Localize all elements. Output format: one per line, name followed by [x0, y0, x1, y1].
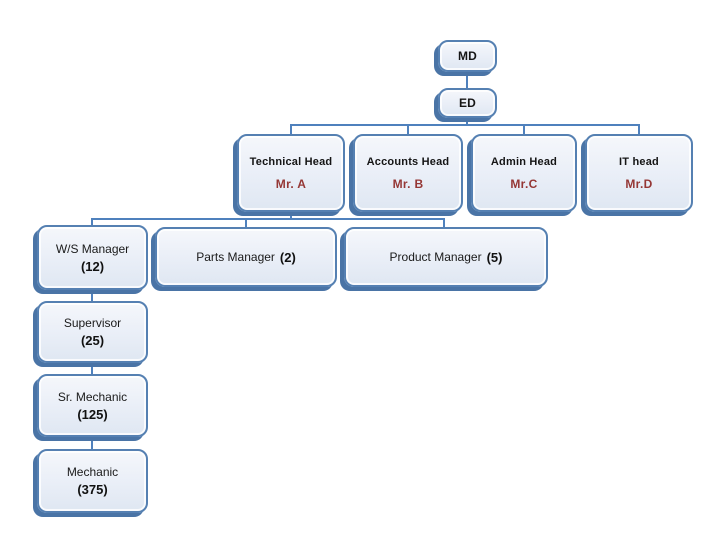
node-ws-manager: W/S Manager (12): [37, 225, 148, 290]
accounts-head-title: Accounts Head: [366, 155, 450, 168]
ws-manager-count: (12): [80, 258, 105, 274]
node-ed: ED: [438, 88, 497, 118]
sr-mechanic-count: (125): [77, 406, 108, 422]
connector-md-ed: [466, 72, 468, 88]
node-parts-manager: Parts Manager (2): [155, 227, 337, 287]
admin-head-title: Admin Head: [490, 155, 558, 168]
connector-managers-bus: [91, 218, 445, 220]
ws-manager-title: W/S Manager: [55, 241, 130, 256]
parts-manager-title: Parts Manager: [196, 250, 275, 264]
node-md: MD: [438, 40, 497, 72]
connector-tick-parts-manager: [245, 218, 247, 229]
node-accounts-head: Accounts Head Mr. B: [353, 134, 463, 212]
product-manager-count: (5): [486, 249, 503, 265]
accounts-head-name: Mr. B: [392, 176, 424, 191]
technical-head-title: Technical Head: [249, 155, 333, 168]
connector-technical-drop: [290, 212, 292, 220]
connector-tick-ws-manager: [91, 218, 93, 227]
it-head-name: Mr.D: [625, 176, 653, 191]
technical-head-name: Mr. A: [275, 176, 307, 191]
supervisor-title: Supervisor: [63, 316, 122, 330]
node-technical-head: Technical Head Mr. A: [237, 134, 345, 212]
node-sr-mechanic: Sr. Mechanic (125): [37, 374, 148, 437]
node-admin-head: Admin Head Mr.C: [471, 134, 577, 212]
it-head-title: IT head: [619, 155, 659, 168]
parts-manager-count: (2): [279, 249, 296, 265]
node-supervisor: Supervisor (25): [37, 301, 148, 363]
node-it-head: IT head Mr.D: [585, 134, 693, 212]
supervisor-count: (25): [80, 333, 105, 348]
connector-supervisor-srmechanic: [91, 363, 93, 374]
connector-ws-supervisor: [91, 290, 93, 301]
connector-tick-admin: [523, 124, 525, 136]
connector-tick-accounts: [407, 124, 409, 136]
node-mechanic: Mechanic (375): [37, 449, 148, 513]
connector-srmechanic-mechanic: [91, 437, 93, 449]
mechanic-count: (375): [77, 482, 108, 497]
connector-tick-it: [638, 124, 640, 136]
node-md-label: MD: [457, 49, 478, 63]
connector-heads-bus: [290, 124, 640, 126]
connector-tick-product-manager: [443, 218, 445, 229]
connector-ed-drop: [466, 118, 468, 126]
node-product-manager: Product Manager (5): [344, 227, 548, 287]
connector-tick-technical: [290, 124, 292, 136]
node-ed-label: ED: [458, 96, 477, 110]
mechanic-title: Mechanic: [66, 465, 119, 479]
product-manager-title: Product Manager: [389, 250, 482, 264]
sr-mechanic-title: Sr. Mechanic: [57, 389, 128, 404]
admin-head-name: Mr.C: [510, 176, 538, 191]
